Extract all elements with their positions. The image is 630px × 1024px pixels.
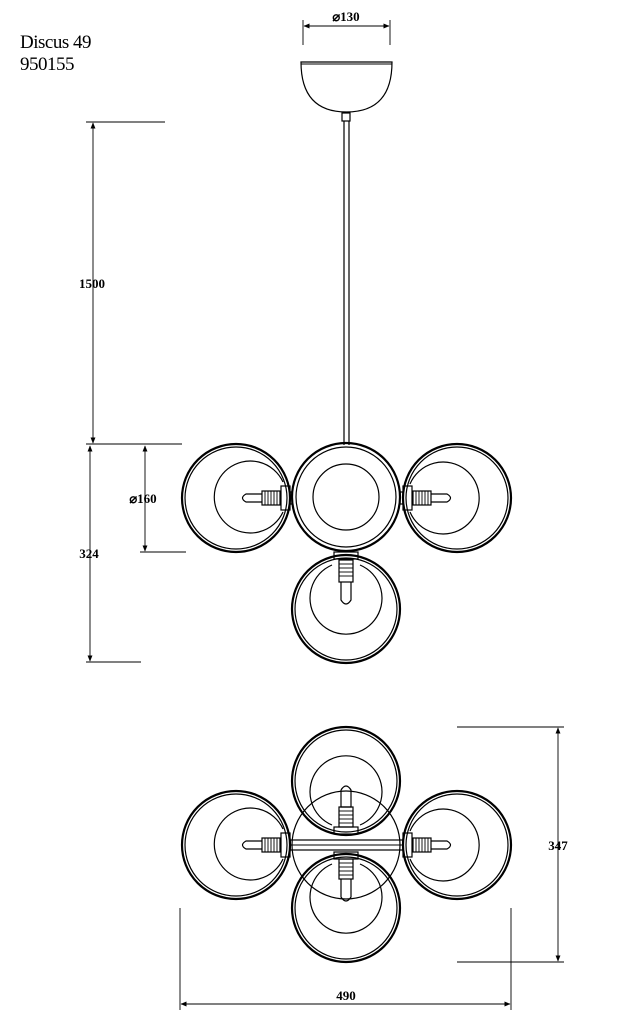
top-view-arm bbox=[289, 839, 404, 851]
depth-label: 347 bbox=[548, 838, 568, 853]
canopy-dimension: ⌀130 bbox=[302, 9, 391, 45]
cable-length-label: 1500 bbox=[79, 276, 105, 291]
width-label: 490 bbox=[336, 988, 356, 1003]
top-view: 347 490 bbox=[179, 725, 568, 1010]
cable-length-dimension: 1500 bbox=[79, 121, 182, 445]
central-hub bbox=[290, 441, 402, 553]
width-dimension: 490 bbox=[179, 908, 512, 1010]
article-number: 950155 bbox=[20, 54, 74, 75]
top-view-bottom-globe bbox=[290, 851, 402, 964]
canopy-diameter-label: ⌀130 bbox=[332, 9, 359, 24]
depth-dimension: 347 bbox=[457, 726, 568, 963]
top-view-top-globe bbox=[290, 725, 402, 837]
globe-diameter-label: ⌀160 bbox=[129, 491, 156, 506]
right-globe bbox=[400, 442, 513, 554]
model-name: Discus 49 bbox=[20, 32, 91, 53]
product-title-block: Discus 49 950155 bbox=[20, 32, 91, 76]
body-height-dimension: 324 bbox=[79, 445, 141, 663]
cable-grip bbox=[341, 112, 351, 122]
top-view-right-globe bbox=[401, 789, 513, 901]
body-height-label: 324 bbox=[79, 546, 99, 561]
ceiling-canopy bbox=[300, 61, 393, 113]
bottom-globe bbox=[290, 551, 402, 665]
globe-diameter-dimension: ⌀160 bbox=[129, 445, 186, 553]
top-view-left-globe bbox=[180, 789, 292, 901]
left-globe bbox=[180, 442, 293, 554]
side-view: ⌀130 1500 324 ⌀160 bbox=[79, 9, 513, 665]
